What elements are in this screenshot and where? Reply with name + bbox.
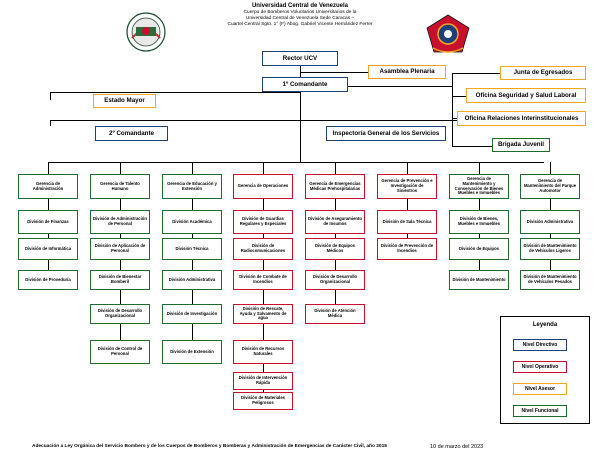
estado-mayor-box: Estado Mayor [93, 94, 156, 108]
segundo-comandante-box: 2º Comandante [95, 126, 168, 141]
connector [50, 120, 500, 121]
institution-line-3: Universidad Central de Venezuela Sede Ca… [245, 15, 355, 21]
division-box: División de Mantenimiento de Vehículos L… [520, 238, 580, 260]
connector [300, 66, 301, 162]
connector [48, 162, 49, 174]
connector [50, 92, 51, 100]
connector [452, 73, 453, 147]
connector [407, 162, 408, 174]
oficina-seguridad-box: Oficina Seguridad y Salud Laboral [466, 88, 586, 103]
division-box: División de Finanzas [18, 210, 78, 234]
division-box: División Técnica [162, 238, 222, 260]
footer-date: 10 de marzo del 2023 [430, 444, 484, 450]
footer-note: Adecuación a Ley Orgánica del Servicio B… [32, 444, 387, 449]
division-box: División de Recursos Naturales [233, 340, 293, 364]
division-box: División de Informática [18, 238, 78, 260]
gerencia-header: Gerencia de Emergencias Médicas Prehospi… [305, 174, 365, 199]
division-box: División Administrativa [162, 270, 222, 290]
gerencia-header: Gerencia de Operaciones [233, 174, 293, 199]
connector [452, 73, 500, 74]
connector [452, 96, 466, 97]
oficina-relaciones-box: Oficina Relaciones Interinstitucionales [457, 111, 586, 126]
connector [192, 162, 193, 174]
connector [300, 72, 368, 73]
division-box: División Administrativa [520, 210, 580, 234]
connector [452, 118, 457, 119]
division-box: División de Mantenimiento [449, 270, 509, 290]
connector [550, 199, 551, 270]
gerencia-header: Gerencia de Prevención e Investigación d… [377, 174, 437, 199]
connector [192, 199, 193, 340]
connector [120, 162, 121, 174]
gerencia-header: Gerencia de Talento Humano [90, 174, 150, 199]
division-box: División de Proveduría [18, 270, 78, 290]
division-box: División de Prevención de Incendios [377, 238, 437, 260]
connector [263, 199, 264, 392]
institution-header: Universidad Central de Venezuela Cuerpo … [200, 3, 400, 27]
division-box: División de Investigación [162, 304, 222, 324]
ucv-seal-logo [120, 12, 172, 52]
division-box: División de Desarrollo Organizacional [90, 304, 150, 324]
inspectoria-box: Inspectoría General de los Servicios [326, 126, 446, 141]
connector [48, 162, 544, 163]
connector [550, 162, 551, 174]
connector [452, 146, 492, 147]
connector [479, 162, 480, 174]
connector [120, 199, 121, 340]
legend-item-asesor: Nivel Asesor [513, 383, 567, 395]
connector [479, 199, 480, 270]
division-box: División de Bienestar Bomberil [90, 270, 150, 290]
division-box: División de Aplicación de Personal [90, 238, 150, 260]
division-box: División de Administración de Personal [90, 210, 150, 234]
division-box: División de Sala Técnica [377, 210, 437, 234]
primer-comandante-box: 1º Comandante [262, 77, 348, 92]
division-box: División de Equipos [449, 238, 509, 260]
division-box: División de Extensión [162, 340, 222, 364]
institution-title: Universidad Central de Venezuela [251, 3, 349, 9]
connector [48, 199, 49, 270]
division-box: División de Equipos Médicos [305, 238, 365, 260]
legend-title: Leyenda [532, 322, 558, 328]
division-box: División de Combate de Incendios [233, 270, 293, 290]
institution-line-4: Cuartel Central Sgto. 1° (F) Abog. Gabri… [227, 21, 373, 27]
legend-item-funcional: Nivel Funcional [513, 405, 567, 417]
connector [50, 120, 51, 126]
division-box: División Académica [162, 210, 222, 234]
junta-egresados-box: Junta de Egresados [500, 66, 586, 80]
connector [348, 86, 452, 87]
bomberos-badge-logo [425, 14, 471, 54]
gerencia-header: Gerencia de Educación y Extensión [162, 174, 222, 199]
institution-line-2: Cuerpo de Bomberos Voluntarios Universit… [243, 10, 357, 16]
rector-box: Rector UCV [262, 51, 338, 66]
division-box: División de Mantenimiento de Vehículos P… [520, 270, 580, 290]
division-box: División de Atención Médica [305, 304, 365, 324]
connector [50, 92, 300, 93]
connector [263, 162, 264, 174]
brigada-juvenil-box: Brigada Juvenil [492, 138, 550, 152]
legend-item-directivo: Nivel Directivo [513, 339, 567, 351]
division-box: División de Aseguramiento de Insumos [305, 210, 365, 234]
gerencia-header: Gerencia de Administración [18, 174, 78, 199]
connector [335, 162, 336, 174]
division-box: División de Rescate, Ayuda y Salvamento … [233, 304, 293, 324]
gerencia-header: Gerencia de Mantenimiento y Conservación… [449, 174, 509, 199]
division-box: División de Control de Personal [90, 340, 150, 364]
legend-item-operativo: Nivel Operativo [513, 361, 567, 373]
gerencia-header: Gerencia de Mantenimiento del Parque Aut… [520, 174, 580, 199]
division-box: División de Materiales Peligrosos [233, 392, 293, 410]
legend: Leyenda Nivel Directivo Nivel Operativo … [500, 316, 590, 424]
division-box: División de Radiocomunicaciones [233, 238, 293, 260]
asamblea-plenaria-box: Asamblea Plenaria [368, 65, 446, 79]
division-box: División de Desarrollo Organizacional [305, 270, 365, 290]
division-box: División de Intervención Rápida [233, 372, 293, 390]
division-box: División de Guardias Regulares y Especia… [233, 210, 293, 234]
division-box: División de Bienes, Muebles e Inmuebles [449, 210, 509, 234]
